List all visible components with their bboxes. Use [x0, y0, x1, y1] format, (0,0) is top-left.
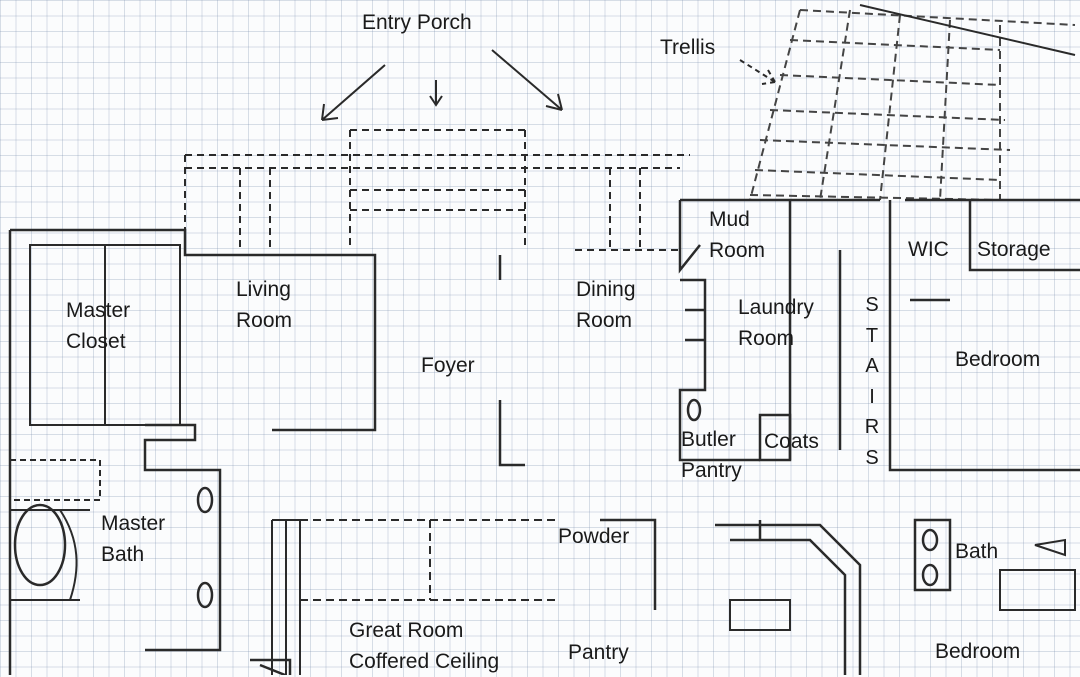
label-laundry-room-line2: Room [738, 327, 795, 350]
label-bath: Bath [955, 540, 999, 563]
label-storage: Storage [977, 238, 1051, 261]
label-master-bath-line1: Master [101, 512, 166, 535]
label-master-closet-line2: Closet [66, 330, 126, 353]
label-dining-room-line1: Dining [576, 278, 636, 301]
stairs-letter: S [865, 446, 879, 469]
stairs-letter: R [864, 416, 880, 438]
label-living-room-line2: Room [236, 309, 293, 332]
label-master-closet-line1: Master [66, 299, 131, 322]
label-stairs: S T A I R S [862, 290, 882, 473]
label-great-room-line2: Coffered Ceiling [349, 650, 500, 673]
label-mud-room-line2: Room [709, 239, 766, 262]
label-entry-porch: Entry Porch [362, 11, 472, 34]
label-bedroom-lower: Bedroom [935, 640, 1021, 663]
walls [8, 198, 1080, 675]
label-laundry-room-line1: Laundry [738, 296, 814, 319]
label-master-bath-line2: Bath [101, 543, 145, 566]
label-powder: Powder [558, 525, 630, 548]
label-great-room-line1: Great Room [349, 619, 464, 642]
label-foyer: Foyer [421, 354, 475, 377]
label-trellis: Trellis [660, 36, 716, 59]
label-mud-room-line1: Mud [709, 208, 750, 231]
label-pantry: Pantry [568, 641, 629, 664]
label-butler-pantry-line2: Pantry [681, 459, 742, 482]
stairs-letter: I [869, 385, 875, 408]
trellis-hatching [749, 9, 1076, 201]
label-butler-pantry-line1: Butler [681, 428, 736, 451]
label-living-room-line1: Living [236, 278, 291, 301]
stairs-letter: A [865, 355, 879, 377]
label-coats: Coats [764, 430, 819, 453]
stairs-letter: S [865, 294, 879, 316]
label-bedroom-upper: Bedroom [955, 348, 1041, 371]
porch-dashed [184, 129, 690, 251]
stairs-letter: T [865, 324, 879, 347]
label-wic: WIC [908, 238, 949, 261]
label-dining-room-line2: Room [576, 309, 633, 332]
entry-porch-arrows [321, 49, 776, 121]
trellis-roof-line [859, 4, 1076, 56]
